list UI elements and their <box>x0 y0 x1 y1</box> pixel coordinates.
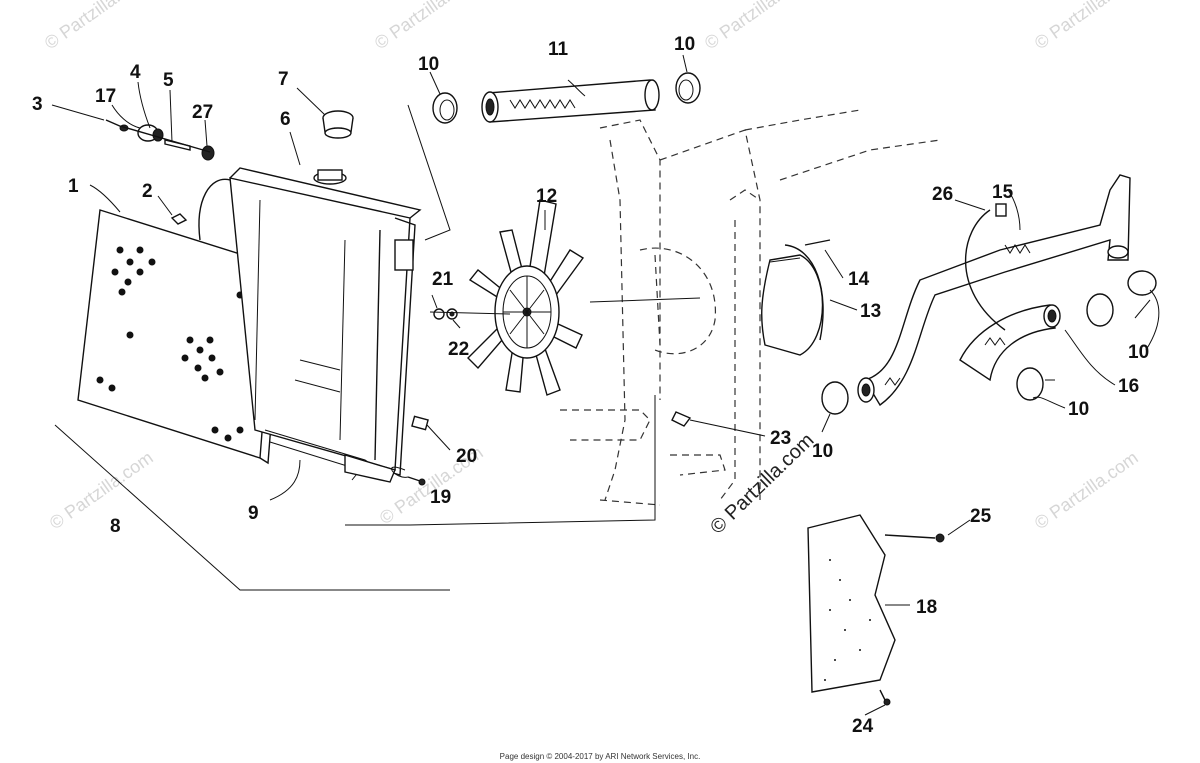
fan-shroud-housing <box>761 239 831 356</box>
radiator-cap <box>322 110 354 139</box>
callout-20: 20 <box>456 446 477 467</box>
overflow-hardware <box>105 119 215 161</box>
callout-21: 21 <box>432 269 454 290</box>
callout-10: 10 <box>418 54 439 75</box>
callout-23: 23 <box>770 428 791 449</box>
callout-10: 10 <box>1128 342 1149 363</box>
watermark-center: © Partzilla.com <box>706 429 818 538</box>
callout-5: 5 <box>163 70 174 91</box>
callout-4: 4 <box>130 62 141 83</box>
radiator <box>198 167 422 483</box>
wire <box>964 203 1007 331</box>
callout-26: 26 <box>932 184 953 205</box>
callout-10: 10 <box>1068 399 1089 420</box>
callout-3: 3 <box>32 94 43 115</box>
radiator-screen <box>77 209 284 465</box>
callout-16: 16 <box>1118 376 1139 397</box>
watermark: © Partzilla.com <box>701 0 812 53</box>
lower-hose <box>857 174 1131 407</box>
callout-8: 8 <box>110 516 121 537</box>
callout-12: 12 <box>536 186 557 207</box>
callouts: 1 2 3 17 4 5 27 6 7 8 9 10 10 10 10 10 1… <box>32 34 1149 737</box>
callout-14: 14 <box>848 269 870 290</box>
watermark: © Partzilla.com <box>46 447 157 533</box>
callout-17: 17 <box>95 86 116 107</box>
callout-24: 24 <box>852 716 874 737</box>
callout-27: 27 <box>192 102 213 123</box>
callout-10: 10 <box>812 441 833 462</box>
heat-shield <box>807 514 945 706</box>
callout-7: 7 <box>278 69 289 90</box>
watermark: © Partzilla.com <box>41 0 152 53</box>
hose-clamps <box>432 72 1157 415</box>
leader-lines <box>51 54 1160 716</box>
callout-25: 25 <box>970 506 992 527</box>
callout-11: 11 <box>548 39 569 60</box>
watermark: © Partzilla.com <box>1031 0 1142 53</box>
watermark: © Partzilla.com <box>1031 447 1142 533</box>
callout-19: 19 <box>430 487 451 508</box>
callout-13: 13 <box>860 301 881 322</box>
callout-15: 15 <box>992 182 1014 203</box>
frame-outline <box>560 109 941 506</box>
bypass-hose <box>959 304 1061 382</box>
watermark: © Partzilla.com <box>371 0 482 53</box>
callout-6: 6 <box>280 109 291 130</box>
fan <box>429 199 701 396</box>
upper-hose <box>481 79 660 123</box>
callout-10: 10 <box>674 34 695 55</box>
callout-1: 1 <box>68 176 79 197</box>
footer-copyright: Page design © 2004-2017 by ARI Network S… <box>499 752 701 761</box>
callout-2: 2 <box>142 181 153 202</box>
small-hardware <box>170 213 692 486</box>
callout-22: 22 <box>448 339 469 360</box>
callout-18: 18 <box>916 597 937 618</box>
callout-9: 9 <box>248 503 259 524</box>
